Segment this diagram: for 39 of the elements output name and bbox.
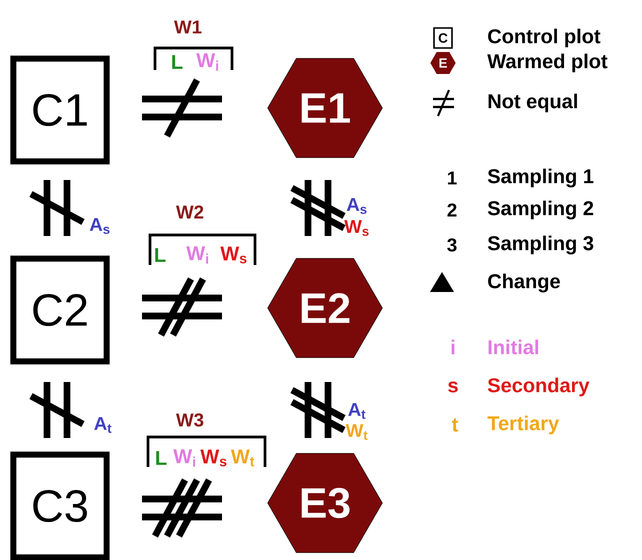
warmed-plot-hexagon: E3 <box>267 453 383 553</box>
symbol-label: A$_{t}$ <box>348 403 366 419</box>
legend-text: Secondary <box>488 378 590 396</box>
symbol-label: W$_{i}$ <box>186 246 208 264</box>
legend-text: Not equal <box>488 94 577 112</box>
legend-key: C <box>438 33 448 43</box>
legend-key: t <box>452 418 458 432</box>
legend-key: i <box>452 340 454 354</box>
legend-key: 3 <box>447 238 457 252</box>
control-plot-box: C2 <box>10 256 110 364</box>
legend-text: Sampling 3 <box>488 236 594 254</box>
symbol-label: W$_{i}$ <box>196 53 218 71</box>
legend-text: Control plot <box>488 28 600 48</box>
legend-key: 1 <box>448 172 457 184</box>
control-plot-box: C1 <box>10 56 110 164</box>
legend-key: s <box>448 382 458 392</box>
symbol-label: W$_{i}$ <box>173 449 196 467</box>
legend-text: Tertiary <box>488 416 560 434</box>
symbol-label: L <box>155 248 166 262</box>
warmed-plot-hexagon: E1 <box>267 58 383 158</box>
group-label: W2 <box>176 205 204 219</box>
warmed-plot-hexagon: E2 <box>267 258 383 358</box>
control-plot-box: C3 <box>10 452 110 560</box>
symbol-label: W$_{t}$ <box>230 450 254 466</box>
legend-text: Warmed plot <box>487 54 608 72</box>
legend-text: Sampling 1 <box>488 168 594 188</box>
symbol-label: L <box>156 451 166 465</box>
symbol-label: L <box>172 55 182 69</box>
group-label: W1 <box>174 20 202 34</box>
legend-key: 2 <box>447 203 456 217</box>
symbol-label: A$_{s}$ <box>90 218 110 234</box>
symbol-label: A$_{s}$ <box>346 198 367 214</box>
group-label: W3 <box>176 413 204 427</box>
legend-key: E <box>439 58 447 68</box>
legend-text: Initial <box>488 340 538 354</box>
symbol-label: W$_{s}$ <box>220 246 246 264</box>
symbol-label: W$_{s}$ <box>200 450 226 466</box>
legend-text: Sampling 2 <box>488 200 594 220</box>
legend-text: Change <box>488 274 560 292</box>
